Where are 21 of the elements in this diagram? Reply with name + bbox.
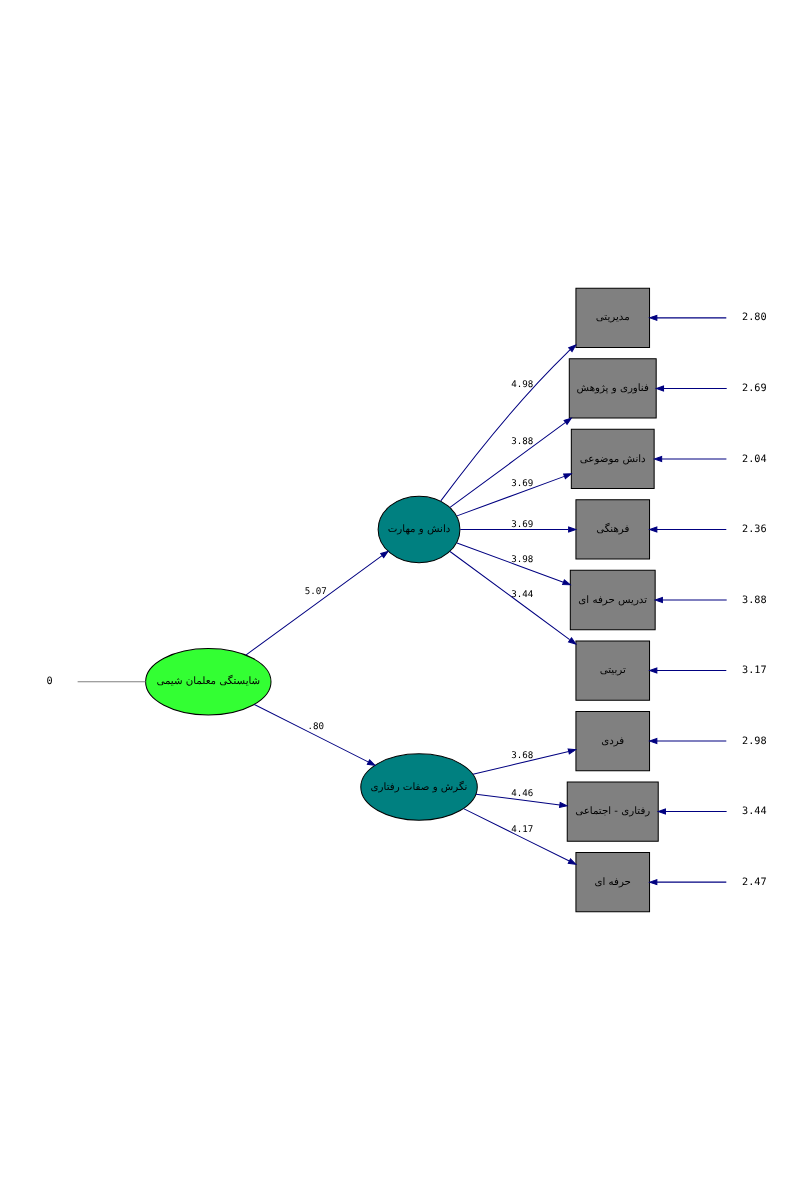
arrow [647,666,726,673]
arrow [647,313,726,321]
arrow [439,342,576,501]
arrow [652,595,727,603]
arrow [653,384,727,391]
arrow [455,541,571,585]
arrow [458,525,577,532]
arrow [448,416,572,507]
arrow [462,807,577,864]
arrow [647,877,726,885]
arrow [448,550,577,644]
arrow [244,549,389,655]
arrow [252,703,376,765]
arrow [455,472,572,516]
arrow [655,807,727,814]
arrow [647,525,726,532]
arrow [471,747,577,774]
arrow [651,454,726,462]
arrow [474,792,568,808]
connector [76,680,146,682]
arrow [647,736,726,744]
